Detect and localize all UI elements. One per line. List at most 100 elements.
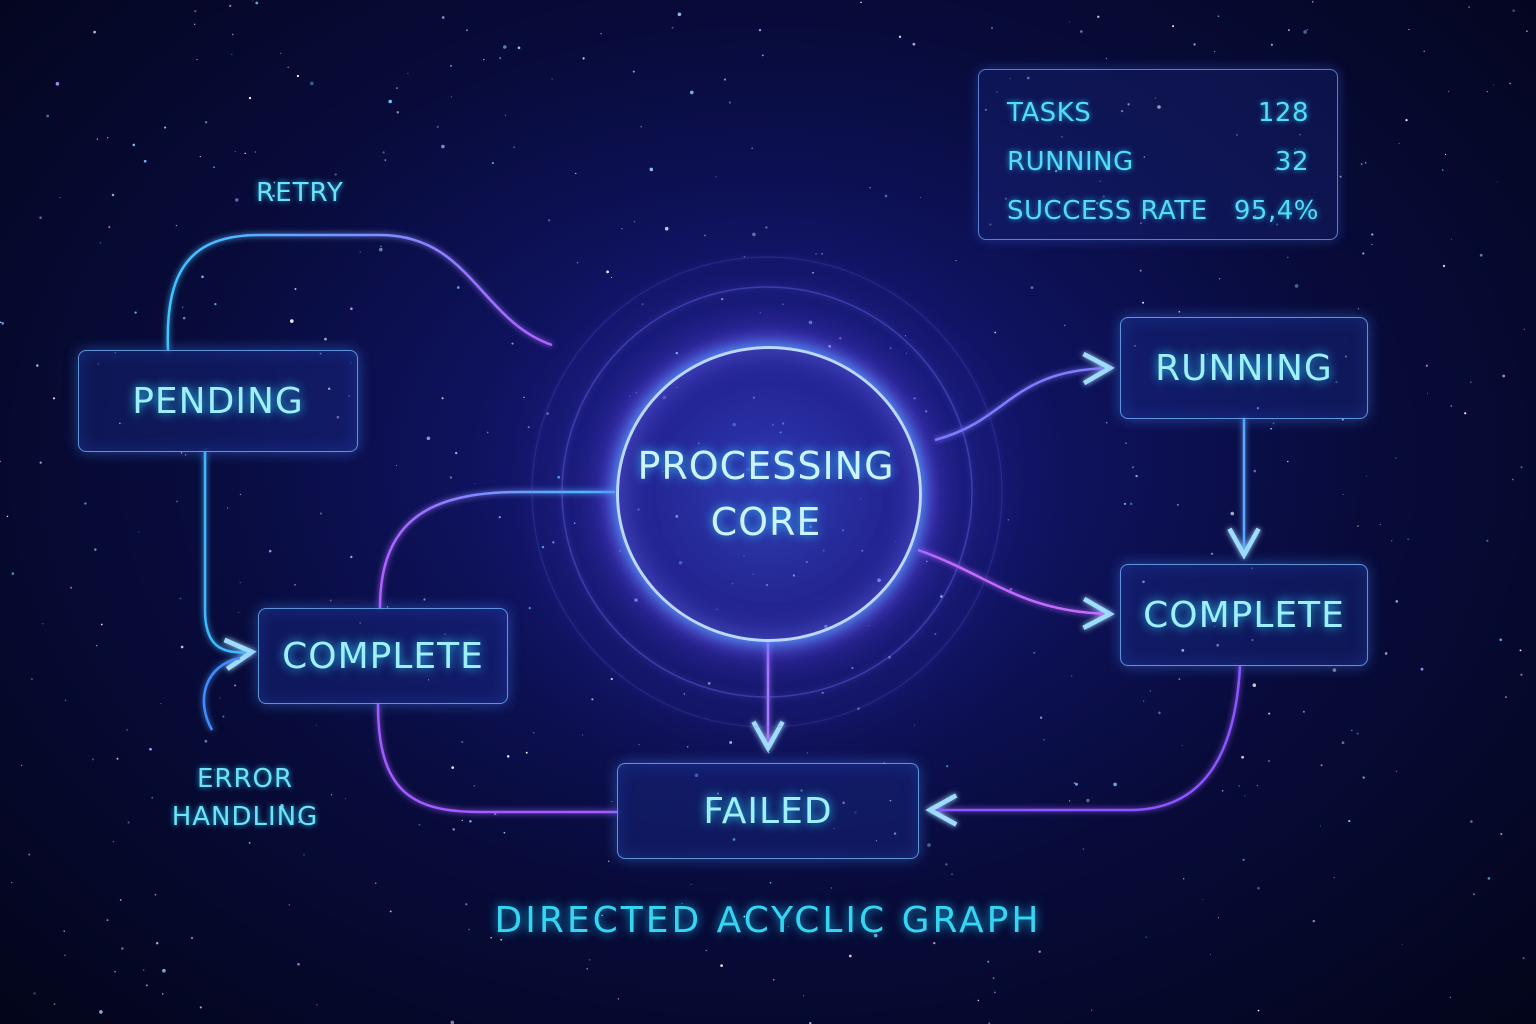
star (1365, 475, 1367, 477)
star (1294, 284, 1299, 288)
star (759, 311, 761, 314)
star (114, 352, 117, 354)
edge-complete-to-core (378, 490, 615, 609)
star (806, 752, 809, 754)
star (1341, 741, 1345, 745)
star (36, 364, 39, 367)
star (182, 306, 184, 308)
star (1149, 690, 1151, 692)
star (395, 87, 399, 90)
star (456, 286, 460, 289)
star (28, 853, 31, 856)
star (11, 881, 13, 884)
star (1468, 6, 1471, 9)
star (1520, 466, 1523, 469)
star (1123, 502, 1127, 505)
node-failed-label: FAILED (703, 790, 833, 832)
star (39, 216, 42, 220)
star (635, 392, 637, 394)
star (461, 819, 463, 822)
node-complete-right[interactable]: COMPLETE (1120, 564, 1368, 666)
star (1276, 223, 1279, 226)
star (906, 352, 908, 354)
star (231, 33, 234, 36)
star (248, 842, 251, 844)
star (1512, 478, 1514, 481)
star (1220, 370, 1223, 373)
star (160, 703, 162, 705)
star (407, 72, 409, 75)
stat-row-success-rate: SUCCESS RATE 95,4% (1007, 186, 1319, 235)
star (690, 90, 694, 95)
star (517, 46, 521, 50)
star (1320, 825, 1322, 827)
star (984, 108, 988, 112)
star (180, 452, 183, 454)
star (239, 582, 241, 584)
star (1272, 422, 1275, 425)
star (1251, 638, 1254, 642)
star (977, 999, 980, 1002)
star (1253, 469, 1257, 473)
star (1105, 57, 1108, 60)
star (919, 196, 922, 198)
star (1472, 893, 1475, 896)
star (222, 715, 225, 718)
star (164, 126, 167, 129)
star (1395, 457, 1397, 459)
star (946, 765, 949, 768)
star (465, 903, 468, 906)
star (162, 968, 166, 973)
star (869, 186, 871, 189)
star (1142, 301, 1145, 304)
star (1470, 820, 1473, 823)
node-failed[interactable]: FAILED (617, 763, 919, 859)
star (1096, 202, 1099, 205)
star (344, 798, 347, 800)
star (142, 969, 145, 971)
star (1135, 474, 1138, 478)
star (649, 167, 654, 172)
star (1165, 212, 1167, 214)
star (987, 960, 990, 963)
star (761, 54, 764, 57)
node-pending[interactable]: PENDING (78, 350, 358, 452)
star (1256, 784, 1259, 787)
star (833, 827, 835, 829)
stat-label: TASKS (1007, 97, 1092, 128)
star (84, 502, 87, 505)
star (815, 253, 817, 255)
node-complete-left[interactable]: COMPLETE (258, 608, 508, 704)
edge-complete-to-failed (376, 703, 617, 814)
star (715, 176, 717, 178)
star (573, 522, 576, 524)
star (914, 724, 916, 726)
star (1105, 421, 1108, 424)
star (490, 937, 492, 939)
star (64, 954, 66, 957)
star (205, 448, 207, 450)
star (145, 984, 148, 987)
star (1082, 848, 1085, 850)
star (765, 226, 768, 229)
star (287, 66, 289, 69)
star (255, 1, 259, 5)
star (444, 633, 447, 636)
star (235, 198, 239, 202)
node-running[interactable]: RUNNING (1120, 317, 1368, 419)
star (1333, 877, 1335, 879)
star (379, 247, 383, 252)
star (1469, 381, 1472, 384)
star (441, 397, 444, 400)
star (1425, 364, 1428, 367)
star (686, 745, 689, 748)
star (1479, 253, 1483, 257)
star (494, 812, 497, 816)
star (1320, 764, 1323, 767)
star (610, 276, 612, 278)
star (350, 307, 353, 311)
star (428, 679, 430, 681)
star (33, 992, 36, 995)
star (860, 920, 864, 923)
star (162, 993, 164, 995)
